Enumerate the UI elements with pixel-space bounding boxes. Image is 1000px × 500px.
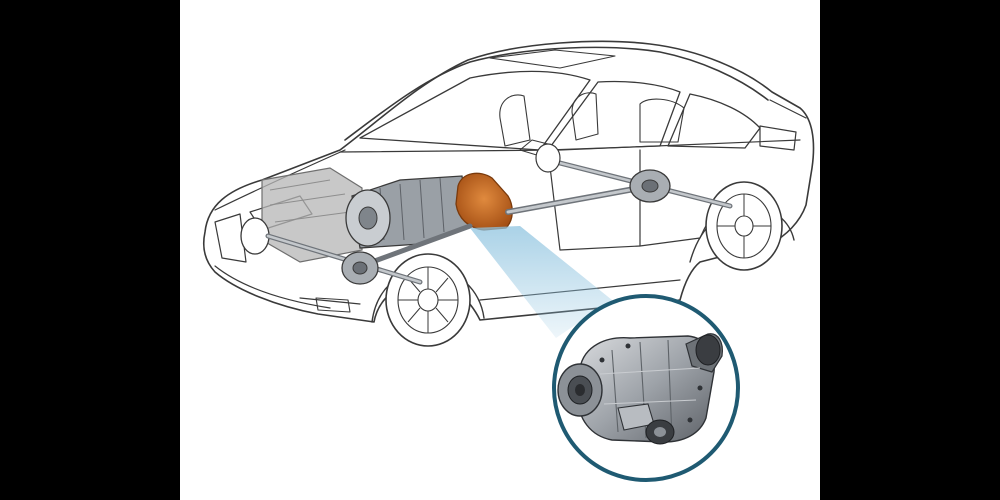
transfer-case-callout — [552, 294, 740, 482]
front-bumper — [214, 265, 361, 309]
callout-beam — [470, 226, 612, 338]
callout-ring — [552, 294, 740, 482]
passenger-seat — [571, 92, 599, 141]
driver-seat — [499, 94, 531, 147]
transfer-case-icon — [557, 333, 723, 445]
sunroof — [489, 49, 616, 69]
rear-seat — [639, 98, 685, 143]
rear-brake-disc — [535, 143, 561, 173]
trunk-line — [769, 99, 807, 119]
transfer-case-highlight — [455, 172, 513, 231]
car-roofline — [344, 46, 769, 141]
front-fog-light — [315, 297, 351, 313]
rear-differential — [629, 169, 671, 203]
front-differential — [341, 251, 379, 285]
engine-block — [240, 167, 363, 263]
engine-pulley — [240, 217, 270, 255]
windshield — [359, 70, 591, 151]
tail-light — [759, 125, 797, 151]
belt-line — [339, 139, 801, 153]
transmission — [345, 175, 471, 249]
front-grille — [214, 213, 247, 263]
rear-wheel — [705, 181, 783, 271]
front-wheel — [385, 253, 471, 347]
front-door-seam — [547, 149, 641, 251]
front-door-window — [547, 80, 681, 151]
front-driveshaft — [369, 223, 473, 265]
